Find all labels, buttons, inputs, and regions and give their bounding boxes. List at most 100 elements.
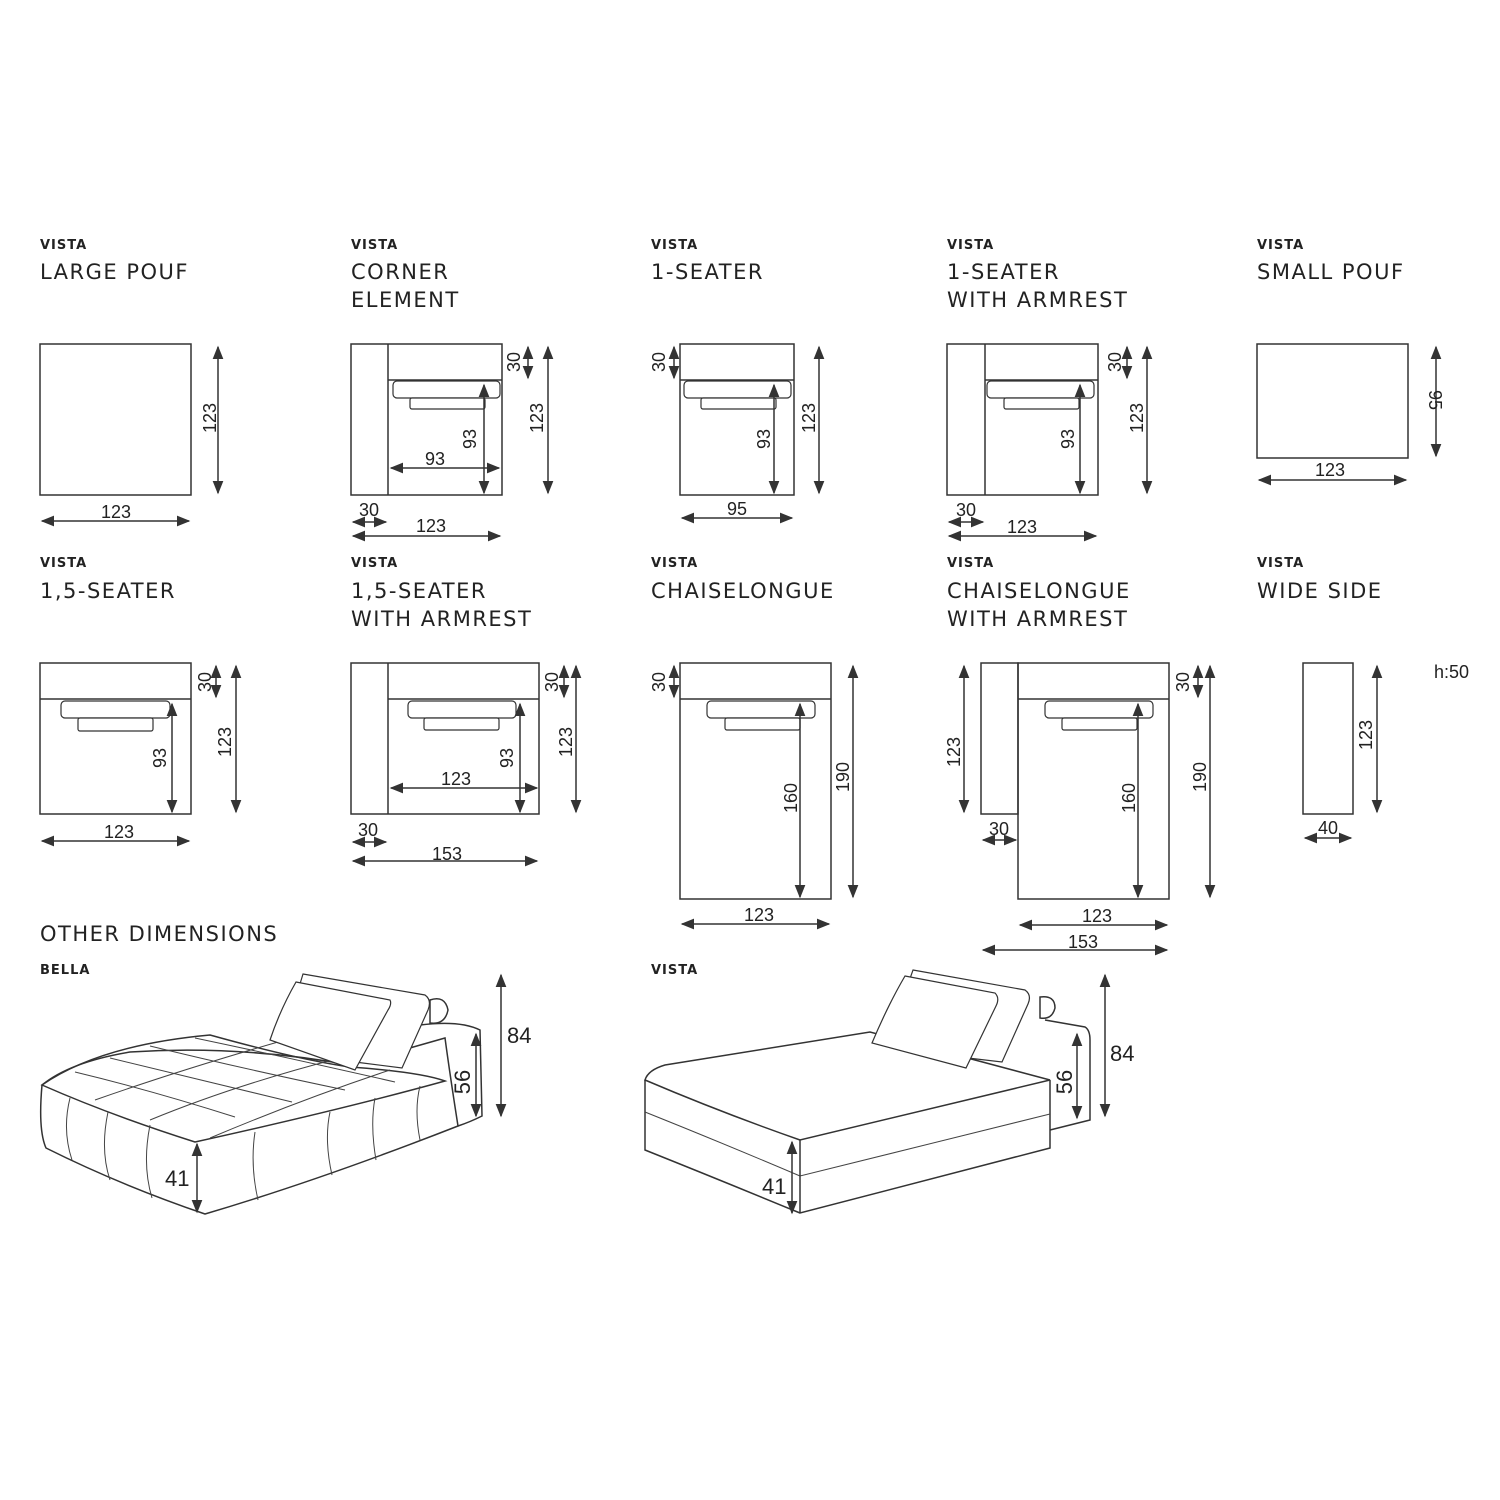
module-corner-element: VISTA CORNER ELEMENT 30 123 93 93 30 123: [350, 238, 554, 542]
brand-label: VISTA: [651, 238, 698, 253]
bella-isometric: BELLA 84 56 41: [39, 963, 531, 1215]
seat-depth-dim: 93: [497, 748, 517, 768]
sofa-body: [644, 1080, 1051, 1214]
back-depth-dim: 30: [1105, 352, 1125, 372]
width-dim: 123: [1315, 460, 1345, 480]
cushion: [407, 700, 517, 719]
module-title: 1,5-SEATER: [40, 579, 176, 603]
seam-line: [644, 1111, 1051, 1177]
module-chaiselongue-armrest: VISTA CHAISELONGUE WITH ARMREST 123 30 1…: [944, 556, 1216, 956]
module-title: CHAISELONGUE: [947, 579, 1131, 603]
depth-dim: 123: [215, 727, 235, 757]
module-1-5-seater: VISTA 1,5-SEATER 93 30 123 123: [39, 556, 242, 847]
seat-width-dim: 123: [441, 769, 471, 789]
module-wide-side: VISTA WIDE SIDE h:50 123 40: [1257, 556, 1469, 844]
module-1-seater: VISTA 1-SEATER 30 93 123 95: [649, 238, 825, 524]
vista-isometric: VISTA 84 56 41: [644, 963, 1134, 1215]
depth-dim: 123: [1127, 403, 1147, 433]
depth-dim: 190: [1190, 762, 1210, 792]
depth-dim: 95: [1425, 390, 1445, 410]
module-outline: [39, 343, 192, 496]
armrest-width-dim: 30: [359, 500, 379, 520]
height-note: h:50: [1434, 662, 1469, 682]
tufting-lines: [74, 1037, 396, 1139]
cushion: [409, 397, 486, 410]
module-title-line2: ELEMENT: [351, 288, 460, 312]
back-depth-dim: 30: [542, 672, 562, 692]
depth-dim: 123: [1356, 720, 1376, 750]
module-outline: [350, 662, 540, 815]
total-height-dim: 84: [1110, 1041, 1134, 1066]
seat-height-dim: 41: [165, 1166, 189, 1191]
depth-dim: 190: [833, 762, 853, 792]
cushion: [1003, 397, 1080, 410]
module-title: 1-SEATER: [947, 260, 1060, 284]
module-title: CORNER: [351, 260, 449, 284]
width-dim: 123: [104, 822, 134, 842]
cushion: [1044, 700, 1154, 719]
width-dim: 123: [1082, 906, 1112, 926]
back-depth-dim: 30: [649, 672, 669, 692]
total-width-dim: 153: [1068, 932, 1098, 952]
brand-label: VISTA: [351, 238, 398, 253]
pillow: [871, 975, 999, 1069]
module-title: 1-SEATER: [651, 260, 764, 284]
depth-dim: 123: [200, 403, 220, 433]
seat-depth-dim: 160: [1119, 783, 1139, 813]
armrest-depth-dim: 123: [944, 737, 964, 767]
depth-dim: 123: [799, 403, 819, 433]
seat-depth-dim: 93: [754, 429, 774, 449]
brand-label: VISTA: [1257, 238, 1304, 253]
seat-depth-dim: 93: [460, 429, 480, 449]
module-title: WIDE SIDE: [1257, 579, 1383, 603]
seat-height-dim: 41: [762, 1174, 786, 1199]
cushion: [423, 717, 500, 731]
armrest-width-dim: 30: [358, 820, 378, 840]
module-title-line2: WITH ARMREST: [351, 607, 532, 631]
width-dim: 123: [101, 502, 131, 522]
pillow: [269, 981, 392, 1071]
module-title-line2: WITH ARMREST: [947, 288, 1128, 312]
brand-label: BELLA: [40, 963, 90, 978]
cushion: [724, 717, 801, 731]
module-title: LARGE POUF: [40, 260, 189, 284]
back-depth-dim: 30: [195, 672, 215, 692]
module-outline: [1017, 662, 1170, 900]
seat-depth-dim: 93: [150, 748, 170, 768]
front-tufts: [66, 1085, 421, 1201]
brand-label: VISTA: [947, 238, 994, 253]
arm-height-dim: 56: [1052, 1070, 1077, 1094]
brand-label: VISTA: [651, 556, 698, 571]
module-outline: [39, 662, 192, 815]
module-title: SMALL POUF: [1257, 260, 1405, 284]
armrest-outline: [980, 662, 1019, 815]
brand-label: VISTA: [1257, 556, 1304, 571]
cushion: [683, 380, 792, 399]
width-dim: 40: [1318, 818, 1338, 838]
back-depth-dim: 30: [1173, 672, 1193, 692]
cushion: [1061, 717, 1138, 731]
arm-height-dim: 56: [450, 1070, 475, 1094]
module-outline: [350, 343, 503, 496]
module-outline: [679, 343, 795, 496]
module-title: 1,5-SEATER: [351, 579, 487, 603]
back-depth-dim: 30: [649, 352, 669, 372]
brand-label: VISTA: [947, 556, 994, 571]
module-title: CHAISELONGUE: [651, 579, 835, 603]
width-dim: 123: [744, 905, 774, 925]
cushion: [706, 700, 816, 719]
module-outline: [946, 343, 1099, 496]
module-large-pouf: VISTA LARGE POUF 123 123: [39, 238, 224, 527]
cushion: [60, 700, 171, 719]
section-heading: OTHER DIMENSIONS: [40, 922, 278, 946]
module-title-line2: WITH ARMREST: [947, 607, 1128, 631]
module-outline: [1256, 343, 1409, 459]
sofa-body: [39, 1037, 459, 1215]
width-dim: 123: [1007, 517, 1037, 537]
back-depth-dim: 30: [504, 352, 524, 372]
module-1-seater-armrest: VISTA 1-SEATER WITH ARMREST 93 30 123 30…: [946, 238, 1153, 542]
cushion: [986, 380, 1095, 399]
module-1-5-seater-armrest: VISTA 1,5-SEATER WITH ARMREST 93 123 30 …: [350, 556, 582, 867]
seat-width-dim: 93: [425, 449, 445, 469]
